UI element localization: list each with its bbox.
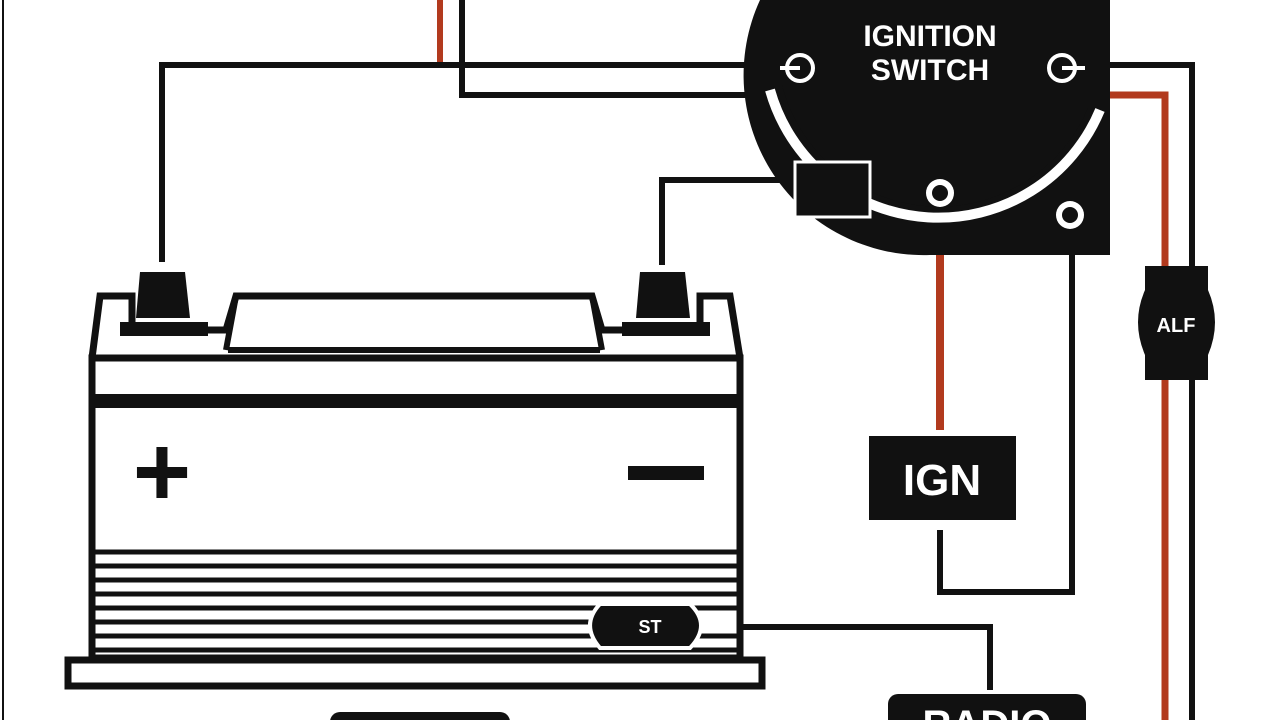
starter-connector-body: [588, 602, 703, 650]
positive-symbol: +: [133, 416, 191, 528]
ignition-switch-label-line2: SWITCH: [871, 54, 989, 87]
switch-face: [782, 0, 1088, 207]
ignition-switch: IGNITION SWITCH: [743, 0, 1110, 256]
ign-terminal-hole: [932, 185, 948, 201]
right-red-wire: [1110, 91, 1169, 720]
battery-lid: [88, 292, 744, 359]
bottom-component: [330, 712, 510, 720]
battery-lid-sides: [223, 295, 605, 351]
ignition-switch-label-line1: IGNITION: [863, 20, 996, 53]
right-outer-wire: [1110, 62, 1195, 720]
starter-connector-label: ST: [638, 617, 661, 637]
radio-box-label: RADIO: [923, 703, 1052, 720]
ign-box-body: [869, 436, 1016, 520]
radio-box: RADIO: [888, 694, 1086, 720]
battery: + −: [0, 0, 766, 690]
starter-connector: ST: [588, 602, 703, 650]
ign-return-wire: [937, 232, 1075, 595]
switch-inner-arc: [765, 88, 1105, 223]
starter-radio-wire: [710, 624, 993, 690]
battery-negative-wire: [659, 177, 790, 265]
ign-box-label: IGN: [903, 456, 981, 505]
positive-terminal: [136, 272, 190, 318]
switch-connector-tab: [793, 160, 872, 219]
fuse-label: ALF: [1157, 315, 1196, 337]
negative-symbol: −: [0, 0, 1, 1]
battery-positive-wire: [159, 62, 780, 262]
ign-box: IGN: [869, 436, 1016, 520]
battery-stripes: [92, 549, 740, 653]
radio-box-body: [888, 694, 1086, 720]
negative-terminal: [636, 272, 690, 318]
accessory-wire: [459, 0, 760, 98]
battery-base: [64, 656, 766, 690]
fuse-body: [1138, 266, 1215, 380]
negative-symbol-bar: [628, 466, 704, 480]
wires: [159, 0, 1195, 720]
battery-band: [92, 394, 740, 408]
fuse: ALF: [1138, 266, 1215, 380]
return-terminal-hole: [1062, 207, 1078, 223]
